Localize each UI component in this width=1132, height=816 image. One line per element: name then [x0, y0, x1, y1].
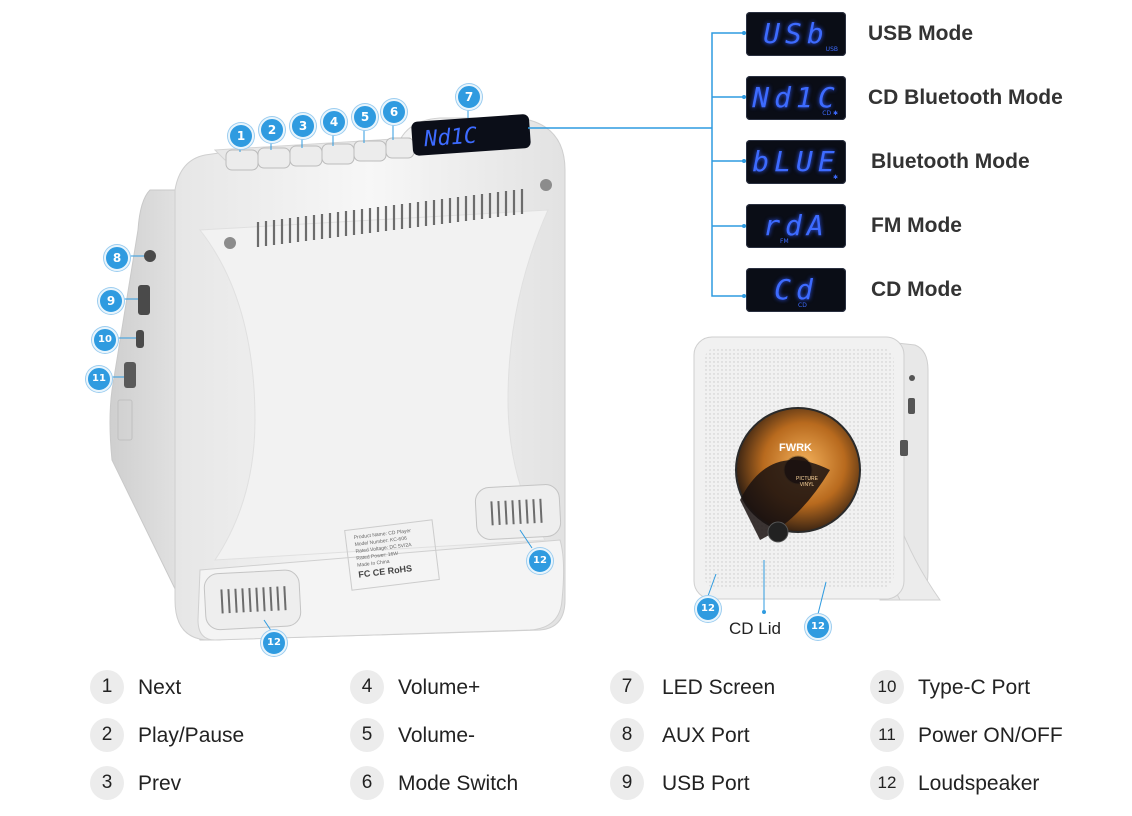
lcd-text: bLUE — [752, 145, 840, 178]
callout-12: 12 — [261, 630, 287, 656]
legend-number: 5 — [350, 718, 384, 752]
mode-label: Bluetooth Mode — [871, 150, 1030, 173]
legend-number: 10 — [870, 670, 904, 704]
legend-label: Volume+ — [398, 676, 481, 699]
legend-number: 11 — [870, 718, 904, 752]
usb-port-graphic — [138, 285, 150, 315]
callout-5: 5 — [352, 104, 378, 130]
legend-label: Power ON/OFF — [918, 724, 1063, 747]
lcd-indicator: USB — [825, 46, 838, 53]
lcd-display: Nd1C CD ✱ — [746, 76, 846, 120]
top-buttons — [225, 137, 415, 171]
lcd-display: USb USB — [746, 12, 846, 56]
callout-3: 3 — [290, 113, 316, 139]
legend-label: LED Screen — [662, 676, 776, 699]
speaker-right — [474, 484, 562, 540]
mode-label: FM Mode — [871, 214, 962, 237]
callout-9: 9 — [98, 288, 124, 314]
lcd-indicator: CD ✱ — [822, 110, 838, 117]
mode-label: CD Bluetooth Mode — [868, 86, 1063, 109]
legend-number: 9 — [610, 766, 644, 800]
legend-number: 4 — [350, 670, 384, 704]
cd-lid-label: CD Lid — [729, 619, 781, 638]
disc-text: PICTURE VINYL — [796, 476, 818, 488]
callout-2: 2 — [259, 117, 285, 143]
product-sticker — [344, 519, 440, 591]
legend-number: 3 — [90, 766, 124, 800]
callout-10: 10 — [92, 327, 118, 353]
typec-port-graphic — [136, 330, 144, 348]
callout-11: 11 — [86, 366, 112, 392]
lcd-display: rdA FM — [746, 204, 846, 248]
legend-number: 7 — [610, 670, 644, 704]
legend-number: 6 — [350, 766, 384, 800]
lcd-display: bLUE ✱ — [746, 140, 846, 184]
top-vent — [256, 189, 524, 247]
legend-label: Volume- — [398, 724, 476, 747]
lcd-text: USb — [763, 17, 829, 50]
legend-label: Type-C Port — [918, 676, 1031, 699]
callout-12: 12 — [805, 614, 831, 640]
mode-cd-bluetooth: Nd1C CD ✱ CD Bluetooth Mode — [746, 76, 1106, 120]
aux-port-graphic — [144, 250, 156, 262]
lcd-indicator: ✱ — [832, 174, 838, 181]
legend-label: Loudspeaker — [918, 772, 1040, 795]
mode-usb: USb USB USB Mode — [746, 12, 1106, 56]
legend-label: AUX Port — [662, 724, 750, 747]
callout-8: 8 — [104, 245, 130, 271]
callout-7: 7 — [456, 84, 482, 110]
mode-fm: rdA FM FM Mode — [746, 204, 1106, 248]
svg-text:Nd1C: Nd1C — [422, 123, 478, 152]
lcd-text: Nd1C — [752, 81, 840, 114]
disc-brand: FWRK — [779, 442, 812, 454]
legend-label: Mode Switch — [398, 772, 519, 795]
mode-label: CD Mode — [871, 278, 962, 301]
legend-number: 2 — [90, 718, 124, 752]
lcd-indicator: CD — [798, 302, 807, 309]
callout-12: 12 — [695, 596, 721, 622]
callout-1: 1 — [228, 123, 254, 149]
legend-label: Next — [138, 676, 182, 699]
mode-bluetooth: bLUE ✱ Bluetooth Mode — [746, 140, 1106, 184]
mode-cd: Cd CD CD Mode — [746, 268, 1106, 312]
speaker-left — [203, 569, 302, 631]
legend-number: 1 — [90, 670, 124, 704]
legend-label: USB Port — [662, 772, 750, 795]
lcd-display: Cd CD — [746, 268, 846, 312]
lcd-text: Cd — [774, 273, 818, 306]
mode-label: USB Mode — [868, 22, 973, 45]
legend-number: 8 — [610, 718, 644, 752]
callout-12: 12 — [527, 548, 553, 574]
legend-label: Play/Pause — [138, 724, 245, 747]
power-switch-graphic — [124, 362, 136, 388]
mode-bracket — [711, 32, 746, 297]
product-led-screen — [411, 114, 531, 156]
legend-number: 12 — [870, 766, 904, 800]
cd-lid-button — [767, 521, 789, 543]
lcd-text: rdA — [763, 209, 829, 242]
callout-4: 4 — [321, 109, 347, 135]
callout-6: 6 — [381, 99, 407, 125]
lcd-indicator: FM — [780, 238, 789, 245]
legend-label: Prev — [138, 772, 182, 795]
